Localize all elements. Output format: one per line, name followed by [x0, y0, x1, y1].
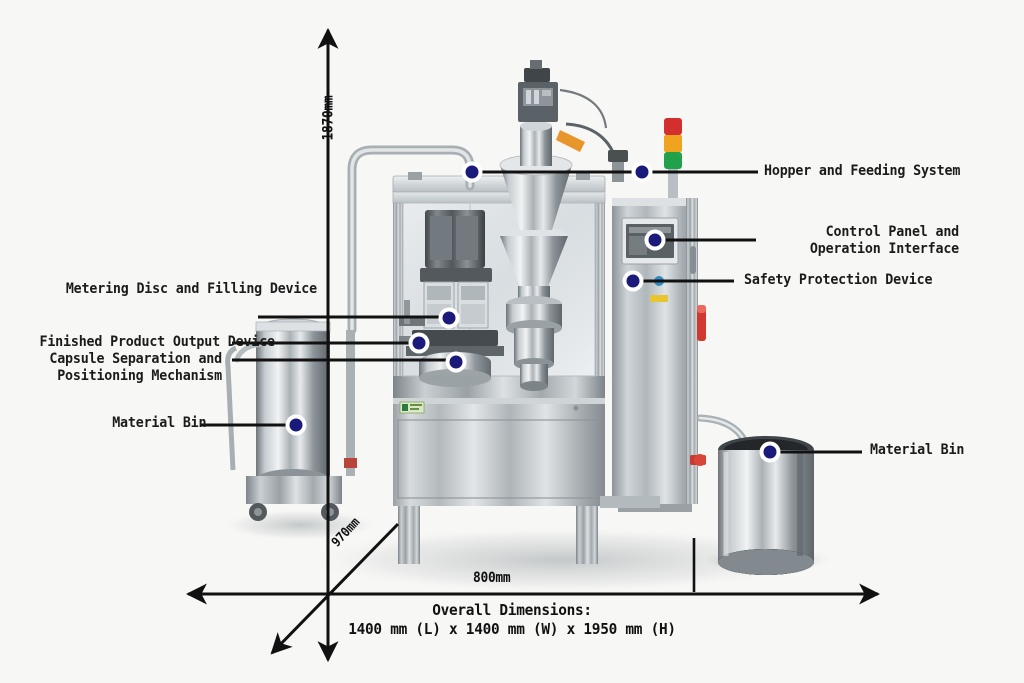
callout-label-safety-device: Safety Protection Device	[744, 272, 933, 288]
callout-label-output-device: Finished Product Output Device	[39, 334, 275, 350]
marker-hopper-right[interactable]	[631, 161, 653, 183]
marker-metering-disc[interactable]	[438, 307, 460, 329]
marker-capsule-mechanism[interactable]	[445, 351, 467, 373]
callout-label-material-bin-right: Material Bin	[870, 442, 965, 458]
callout-label-control-panel: Control Panel and Operation Interface	[809, 224, 960, 258]
material-bin-right	[718, 436, 814, 575]
marker-hopper-left[interactable]	[461, 161, 483, 183]
callout-label-metering-disc: Metering Disc and Filling Device	[65, 281, 317, 297]
callout-label-material-bin-left: Material Bin	[112, 415, 207, 431]
hopper-assembly	[499, 60, 628, 230]
overall-dimensions-title: Overall Dimensions:	[432, 601, 592, 619]
dimension-axes	[185, 27, 881, 663]
marker-output-device[interactable]	[408, 332, 430, 354]
marker-control-panel[interactable]	[644, 229, 666, 251]
overall-dimensions-value: 1400 mm (L) x 1400 mm (W) x 1950 mm (H)	[348, 620, 676, 639]
dimension-label-width: 800mm	[473, 570, 511, 586]
callout-leaders	[200, 170, 862, 454]
overall-dimensions-caption: Overall Dimensions:1400 mm (L) x 1400 mm…	[196, 601, 828, 640]
marker-material-bin-right[interactable]	[759, 441, 781, 463]
callout-markers	[285, 161, 781, 463]
callout-label-capsule-mechanism: Capsule Separation and Positioning Mecha…	[49, 351, 222, 385]
dimension-label-height: 1870mm	[320, 95, 337, 141]
marker-safety-device[interactable]	[622, 270, 644, 292]
marker-material-bin-left[interactable]	[285, 414, 307, 436]
callout-label-hopper: Hopper and Feeding System	[764, 163, 961, 179]
machine-body	[347, 60, 752, 564]
